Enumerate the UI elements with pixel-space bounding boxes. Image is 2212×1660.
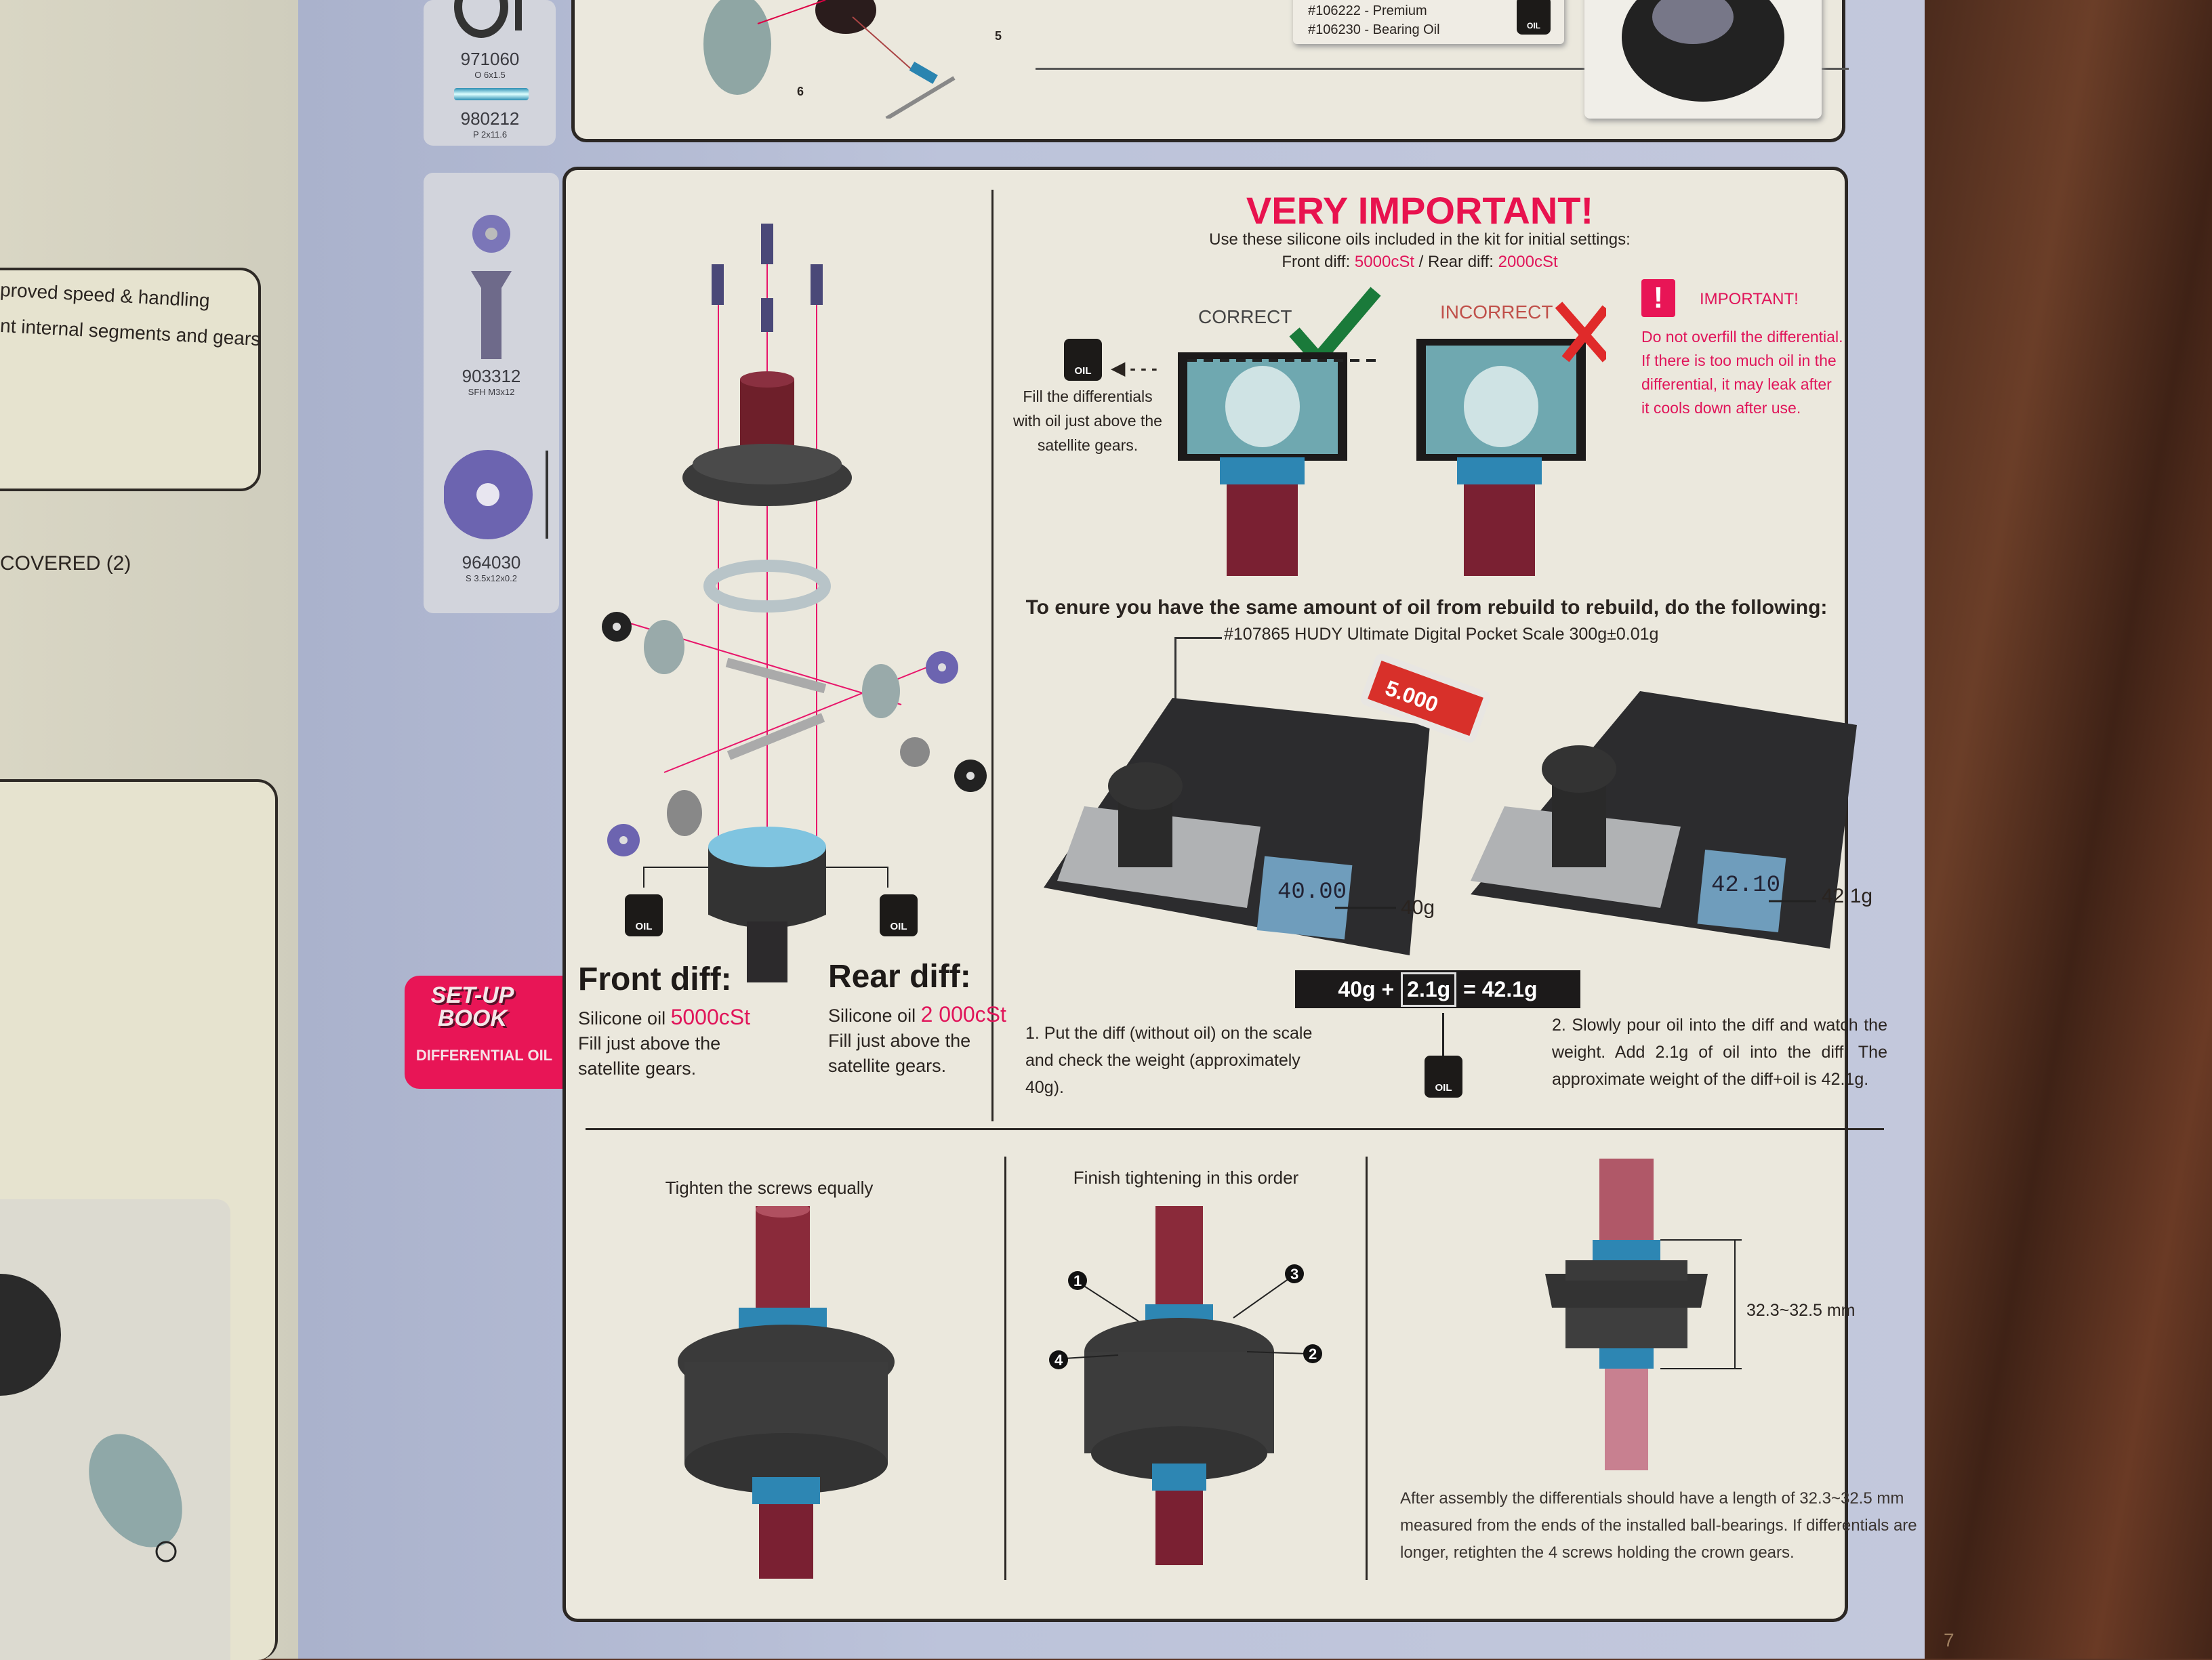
- scale-label-42g: 42.1g: [1822, 885, 1873, 907]
- correct-label: CORRECT: [1198, 306, 1292, 327]
- oil-icon-front: OIL: [625, 894, 663, 936]
- warning-text: Do not overfill the differential.If ther…: [1641, 328, 1843, 417]
- diff-detail-illustration: [1622, 0, 1784, 102]
- detail-inset: [1584, 0, 1822, 119]
- oil-icon: OIL: [1517, 0, 1551, 35]
- length-measure-illustration: [1545, 1159, 1742, 1470]
- top-step-panel: 5 6 #106222 - Premium #106230 - Bearing …: [571, 0, 1849, 142]
- warning-icon: !: [1641, 279, 1675, 317]
- scale-step-1: 1. Put the diff (without oil) on the sca…: [1025, 1024, 1313, 1097]
- divider-horizontal: [586, 1128, 1884, 1130]
- divider-vertical: [991, 190, 994, 1121]
- divider-bottom-2: [1366, 1157, 1368, 1580]
- weight-equation: 40g +2.1g= 42.1g: [1295, 970, 1580, 1008]
- oil-premium-label: #106222 - Premium: [1308, 3, 1427, 18]
- leader-line: [1036, 68, 1849, 70]
- oil-icon-fill: OIL: [1064, 339, 1102, 381]
- order-number-2: 2: [1309, 1346, 1317, 1363]
- correct-incorrect-illustration: [1178, 287, 1606, 576]
- oil-instruction: Use these silicone oils included in the …: [1209, 230, 1631, 249]
- step-number-5: 5: [995, 29, 1002, 43]
- gear-illustration: [0, 1274, 182, 1562]
- screw-icon: [471, 215, 512, 359]
- rear-diff-title: Rear diff:: [828, 959, 971, 995]
- arrow-left-icon: ◀ - - -: [1111, 358, 1158, 378]
- o-ring-icon: [454, 0, 522, 38]
- oil-icon-rear: OIL: [880, 894, 918, 936]
- left-gear-illustration-panel: [0, 1199, 230, 1660]
- cross-icon: [1555, 302, 1606, 362]
- arrow-up-icon: [1442, 1013, 1444, 1060]
- scale-step-2: 2. Slowly pour oil into the diff and wat…: [1552, 1016, 1887, 1089]
- dimension-label: 32.3~32.5 mm: [1746, 1301, 1856, 1320]
- wood-table-background: [1918, 0, 2212, 1659]
- bearing-oil-label: #106230 - Bearing Oil: [1308, 22, 1440, 37]
- oil-icon-add: OIL: [1425, 1056, 1462, 1098]
- order-caption: Finish tightening in this order: [1073, 1167, 1299, 1188]
- product-leader-line: [1174, 637, 1222, 718]
- check-icon: [1289, 287, 1381, 370]
- very-important-title: VERY IMPORTANT!: [1246, 189, 1594, 232]
- incorrect-label: INCORRECT: [1440, 302, 1553, 323]
- gear-exploded-illustration: [703, 0, 956, 119]
- washer-icon: [444, 450, 548, 539]
- assembly-note: After assembly the differentials should …: [1400, 1489, 1917, 1562]
- order-number-1: 1: [1073, 1272, 1082, 1289]
- left-page-box: [0, 268, 261, 491]
- scale-product: #107865 HUDY Ultimate Digital Pocket Sca…: [1224, 625, 1659, 644]
- scale-illustration: 40.00 42.10 5.000: [1044, 654, 1857, 955]
- front-diff-title: Front diff:: [578, 961, 732, 997]
- tightening-order-illustration: 1 3 2 4: [1049, 1206, 1322, 1565]
- warning-title: IMPORTANT!: [1700, 290, 1799, 308]
- pin-icon: [454, 88, 529, 100]
- left-page-text-3: COVERED (2): [0, 552, 131, 575]
- order-number-4: 4: [1054, 1352, 1063, 1369]
- order-number-3: 3: [1290, 1266, 1298, 1283]
- exploded-diff-illustration: [602, 224, 987, 982]
- setup-book-subtitle: DIFFERENTIAL OIL: [415, 1047, 553, 1064]
- divider-bottom-1: [1004, 1157, 1006, 1580]
- scale-heading: To enure you have the same amount of oil…: [1025, 596, 1828, 619]
- assembled-diff-illustration: [678, 1206, 895, 1579]
- tighten-caption: Tighten the screws equally: [665, 1178, 874, 1198]
- oil-info-box: #106222 - Premium #106230 - Bearing Oil …: [1293, 0, 1564, 44]
- scale-display-1: 40.00: [1277, 879, 1347, 905]
- oil-values-line: Front diff: 5000cSt / Rear diff: 2000cSt: [1282, 253, 1558, 271]
- scale-display-2: 42.10: [1711, 873, 1780, 898]
- page-number: 7: [1944, 1630, 1954, 1651]
- step-number-6: 6: [797, 85, 804, 98]
- scale-label-40g: 40g: [1401, 896, 1435, 919]
